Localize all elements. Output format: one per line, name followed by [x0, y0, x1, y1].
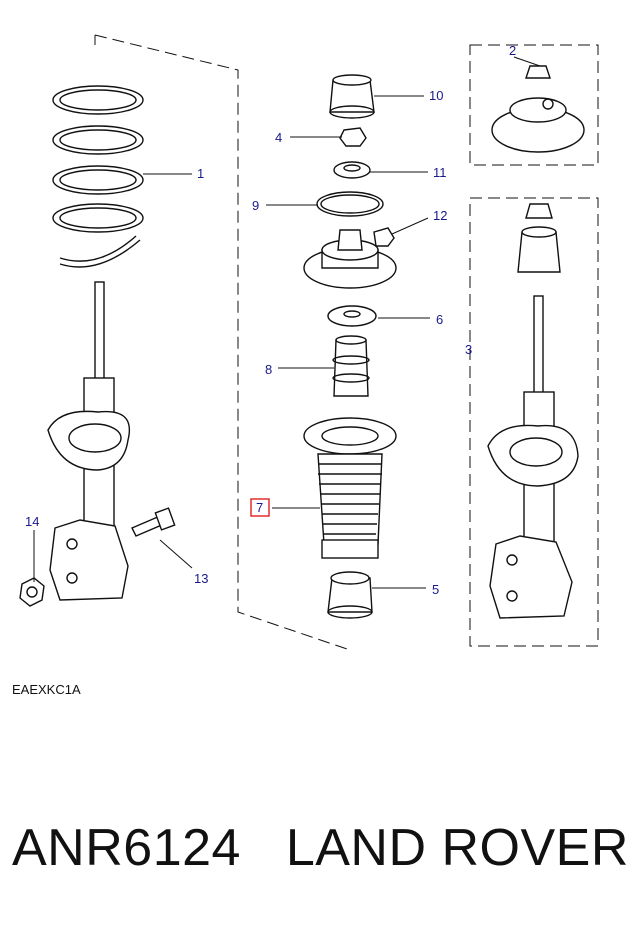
o-ring-9[interactable]	[316, 191, 384, 217]
caption-gap	[241, 819, 286, 877]
callout-9[interactable]: 9	[252, 198, 259, 213]
mount-group-frame-2	[469, 44, 599, 166]
nut-4[interactable]	[339, 127, 367, 147]
selected-callout-box	[250, 498, 270, 517]
callout-5[interactable]: 5	[432, 582, 439, 597]
callout-1[interactable]: 1	[197, 166, 204, 181]
spring-seat-5[interactable]	[327, 571, 373, 619]
callout-3[interactable]: 3	[465, 342, 472, 357]
callout-2[interactable]: 2	[509, 43, 516, 58]
washer-11[interactable]	[333, 161, 371, 179]
strut-group-frame-3	[469, 197, 599, 647]
strut-assembly-3[interactable]	[487, 203, 579, 619]
dust-gaiter-7[interactable]	[303, 417, 397, 559]
bolt-13[interactable]	[131, 507, 176, 537]
leader-lines	[33, 56, 541, 589]
center-group-frame	[94, 34, 351, 651]
callout-7[interactable]: 7	[256, 500, 263, 515]
callout-12[interactable]: 12	[433, 208, 447, 223]
coil-spring[interactable]	[52, 85, 144, 268]
callout-4[interactable]: 4	[275, 130, 282, 145]
callout-14[interactable]: 14	[25, 514, 39, 529]
dust-cap-10[interactable]	[329, 74, 375, 119]
callout-11[interactable]: 11	[433, 165, 447, 180]
callout-10[interactable]: 10	[429, 88, 443, 103]
bump-stop-8[interactable]	[332, 335, 370, 397]
washer-6[interactable]	[327, 305, 377, 327]
nut-14[interactable]	[19, 577, 45, 607]
callout-8[interactable]: 8	[265, 362, 272, 377]
callout-13[interactable]: 13	[194, 571, 208, 586]
part-number: ANR6124	[12, 819, 241, 877]
top-mount-12[interactable]	[303, 227, 397, 289]
top-mount-assembly-2[interactable]	[491, 65, 585, 153]
diagram-code: EAEXKC1A	[12, 682, 81, 697]
brand-name: LAND ROVER	[285, 819, 629, 877]
left-strut-assembly[interactable]	[47, 281, 130, 601]
part-caption: ANR6124 LAND ROVER	[12, 818, 628, 878]
callout-6[interactable]: 6	[436, 312, 443, 327]
exploded-parts-diagram: 1 2 3 4 5 6 7 8 9 10 11 12 13 14 EAEXKC1…	[12, 34, 599, 697]
